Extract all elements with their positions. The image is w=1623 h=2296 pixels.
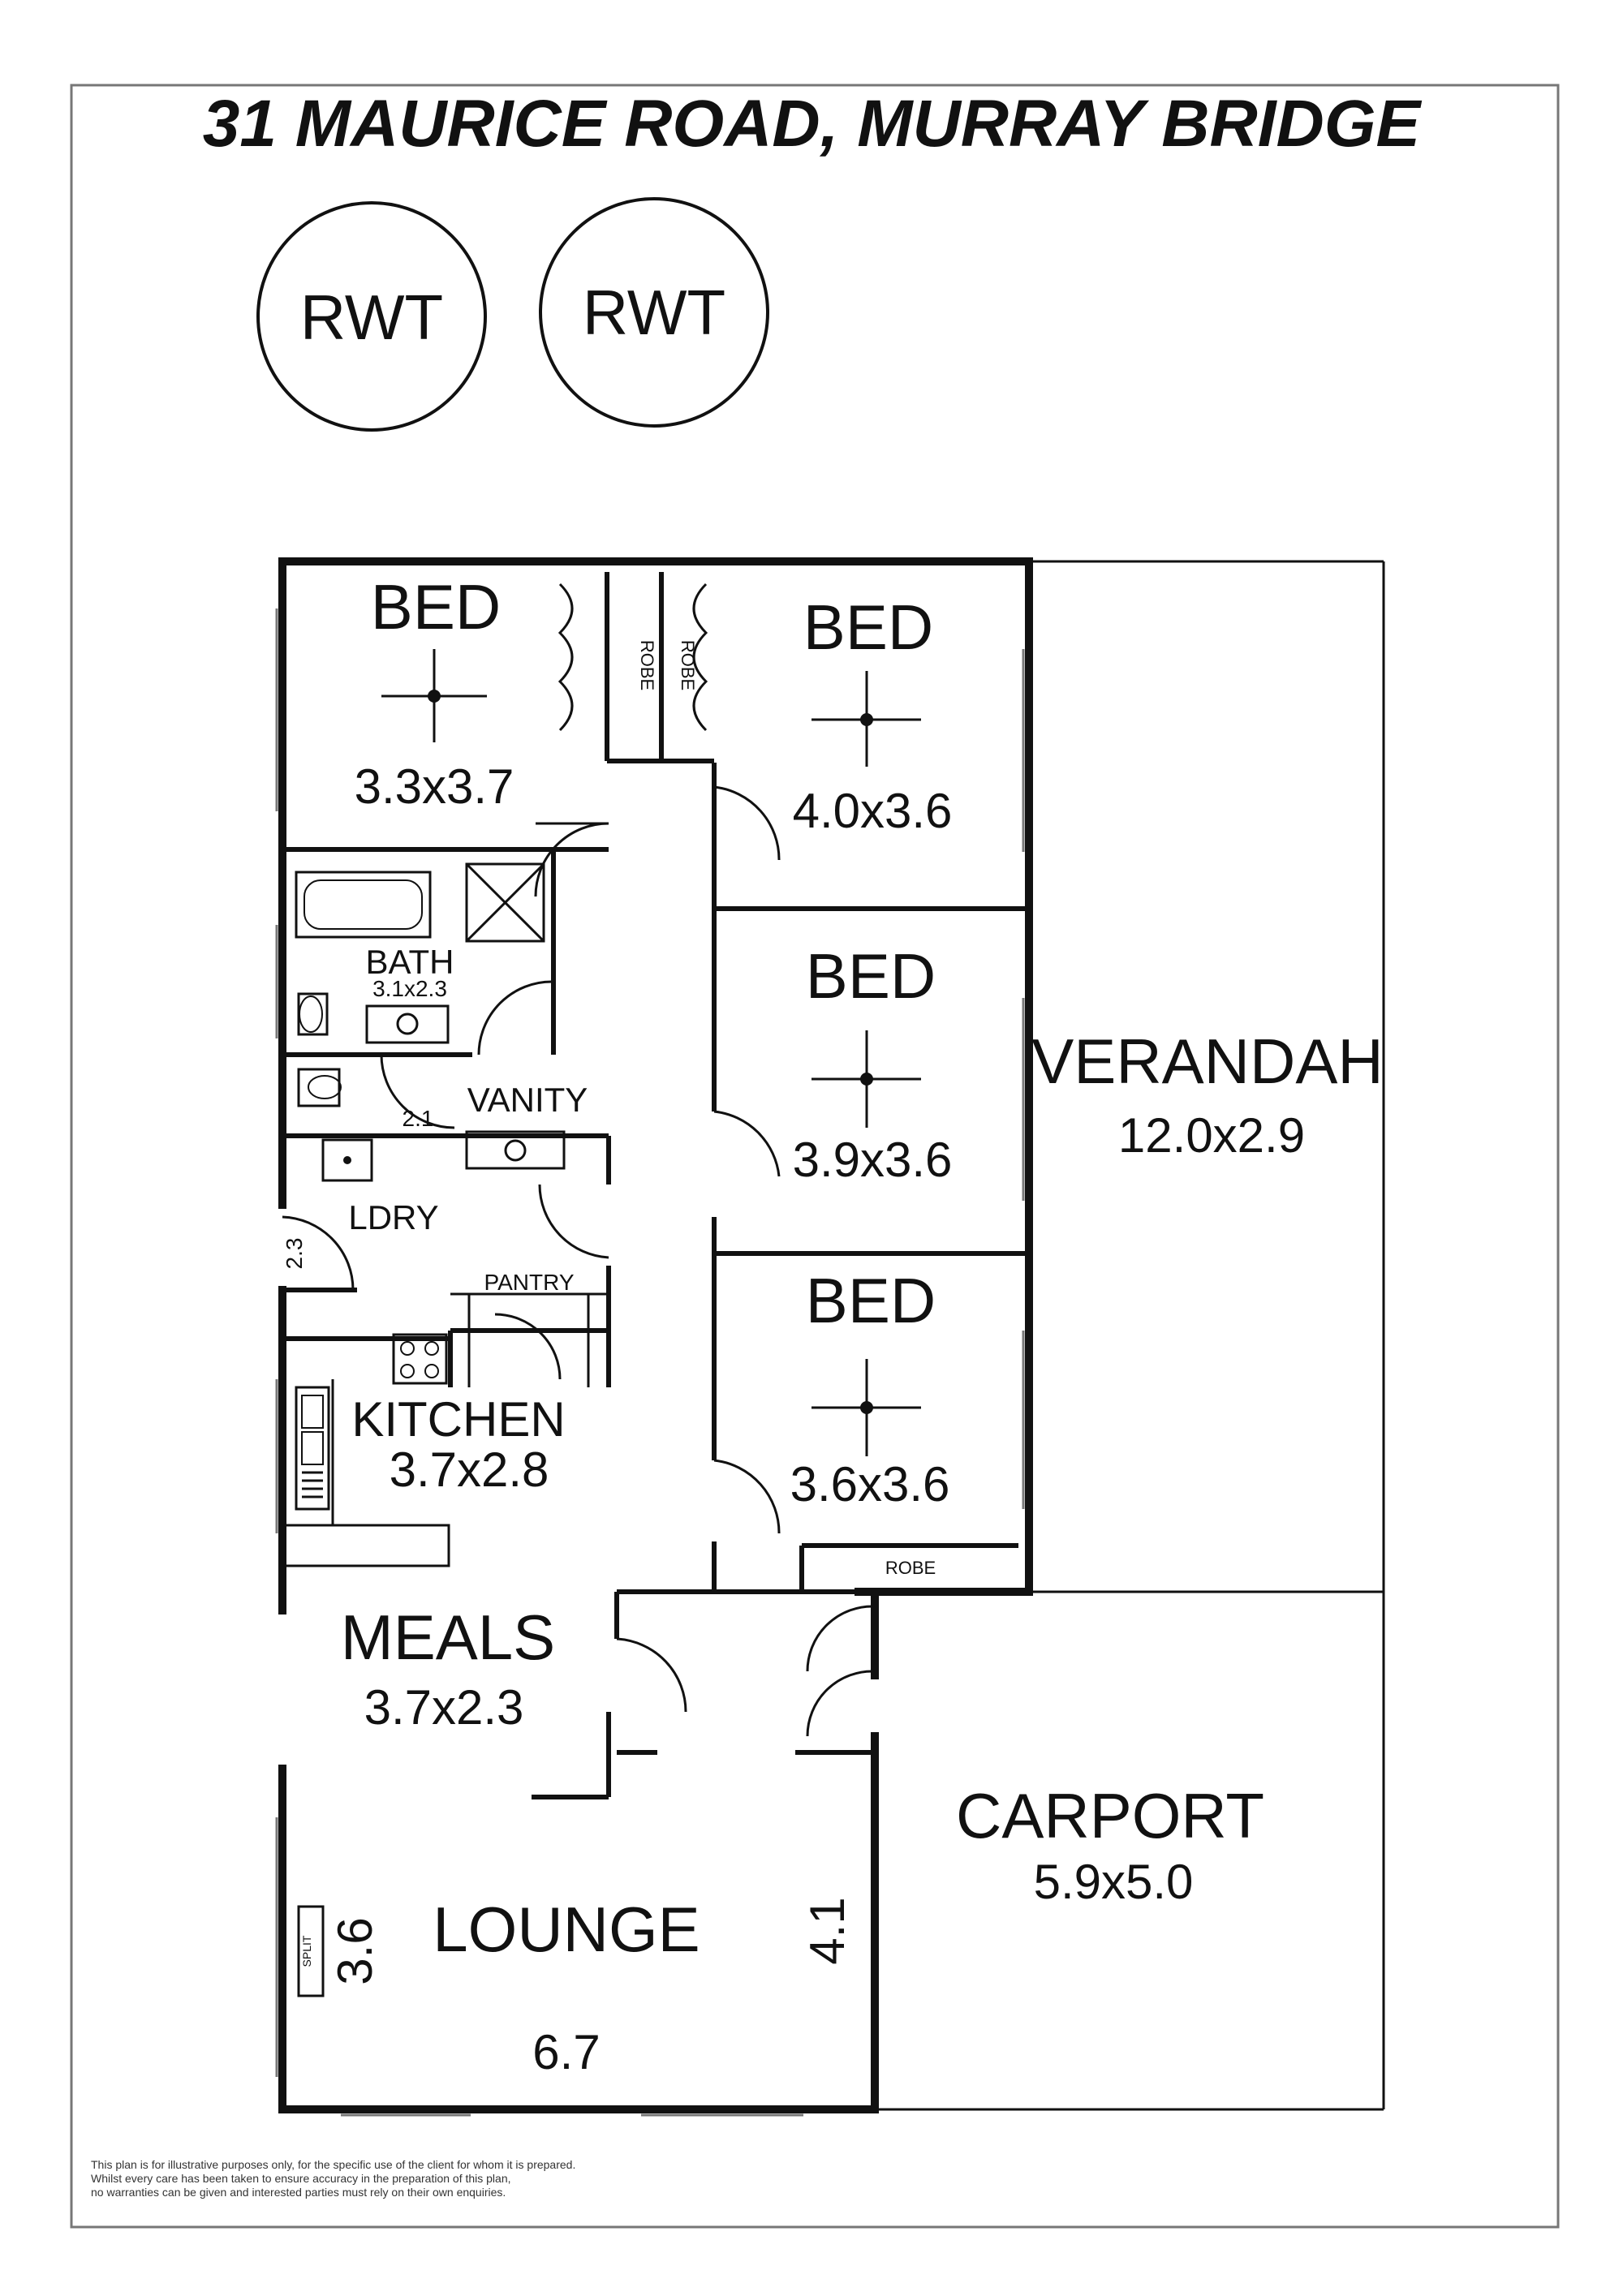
bathtub-icon — [295, 871, 432, 939]
lounge-depth-right: 4.1 — [800, 1897, 855, 1964]
split-label: SPLIT — [300, 1935, 313, 1967]
lounge-name: LOUNGE — [433, 1894, 700, 1965]
toilet-icon — [297, 992, 329, 1036]
robe-bed2: ROBE — [678, 583, 708, 732]
disclaimer-line-2: Whilst every care has been taken to ensu… — [91, 2172, 511, 2185]
vanity-basin-icon — [465, 1130, 566, 1170]
bed3-name: BED — [806, 940, 936, 1012]
ceiling-fan-icon — [812, 1030, 921, 1128]
plan-title: 31 MAURICE ROAD, MURRAY BRIDGE — [203, 87, 1423, 161]
split-system-icon: SPLIT — [297, 1905, 325, 1997]
exterior-walls — [278, 557, 1033, 2113]
disclaimer-line-1: This plan is for illustrative purposes o… — [91, 2158, 575, 2171]
verandah-name: VERANDAH — [1031, 1025, 1383, 1097]
pantry-shelves — [450, 1292, 609, 1387]
robe-bed1: ROBE — [558, 583, 657, 732]
robe-label-3: ROBE — [885, 1558, 936, 1578]
meals-size: 3.7x2.3 — [364, 1680, 524, 1735]
carport-name: CARPORT — [956, 1780, 1264, 1851]
bed1-size: 3.3x3.7 — [355, 759, 514, 814]
doors — [282, 785, 876, 1737]
cooktop-icon — [392, 1333, 448, 1385]
interior-walls — [282, 572, 1029, 1799]
kitchen-bench — [281, 1379, 450, 1567]
verandah-size: 12.0x2.9 — [1118, 1108, 1305, 1163]
robe-label-2: ROBE — [678, 640, 698, 690]
kitchen-sink-icon — [295, 1386, 330, 1511]
vanity-name: VANITY — [467, 1081, 588, 1119]
lounge-width: 6.7 — [532, 2025, 600, 2079]
verandah-carport-outline — [875, 560, 1385, 2111]
laundry-name: LDRY — [348, 1198, 438, 1236]
pantry-name: PANTRY — [484, 1270, 575, 1295]
tank-label-1: RWT — [300, 282, 443, 353]
meals-name: MEALS — [341, 1602, 555, 1673]
basin-icon — [365, 1004, 450, 1044]
bed4-size: 3.6x3.6 — [790, 1457, 950, 1511]
page-border — [70, 84, 1560, 2229]
kitchen-name: KITCHEN — [351, 1392, 565, 1447]
bed2-name: BED — [803, 591, 933, 663]
kitchen-size: 3.7x2.8 — [390, 1443, 549, 1497]
rainwater-tank-1: RWT — [256, 201, 487, 432]
bed1-name: BED — [371, 571, 501, 643]
bed4-name: BED — [806, 1265, 936, 1336]
laundry-width: 2.1 — [403, 1106, 434, 1131]
lounge-depth-left: 3.6 — [328, 1917, 382, 1984]
bed2-size: 4.0x3.6 — [793, 784, 953, 838]
shower-icon — [465, 862, 545, 943]
tank-label-2: RWT — [583, 277, 725, 348]
robe-label-1: ROBE — [637, 640, 657, 690]
toilet-icon — [297, 1068, 342, 1107]
laundry-depth: 2.3 — [282, 1238, 307, 1270]
ceiling-fan-icon — [812, 1359, 921, 1456]
bath-size: 3.1x2.3 — [372, 976, 447, 1001]
disclaimer-line-3: no warranties can be given and intereste… — [91, 2186, 506, 2199]
ceiling-fan-icon — [381, 649, 487, 742]
ceiling-fan-icon — [812, 671, 921, 767]
laundry-trough-icon — [321, 1138, 373, 1182]
windows — [275, 608, 1025, 2117]
bed3-size: 3.9x3.6 — [793, 1133, 953, 1187]
bath-name: BATH — [366, 943, 454, 981]
carport-size: 5.9x5.0 — [1034, 1855, 1194, 1909]
rainwater-tank-2: RWT — [539, 197, 769, 428]
